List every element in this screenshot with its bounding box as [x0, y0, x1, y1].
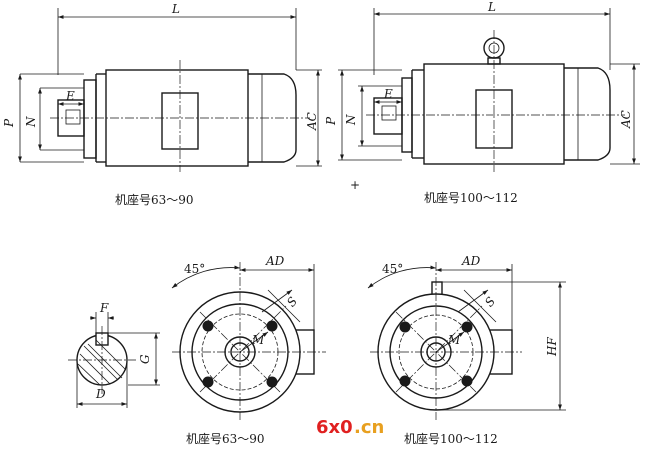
center-mark: + [350, 178, 360, 192]
dim-E-small: E [65, 89, 75, 103]
watermark: 6x0 .cn [316, 417, 384, 438]
dim-HF: HF [545, 337, 559, 357]
watermark-part1: 6x0 [316, 417, 353, 438]
dim-F: F [99, 301, 109, 315]
dim-AD-large: AD [461, 254, 481, 268]
side-view-small: L P N E AC [2, 2, 322, 172]
watermark-part2: .cn [354, 417, 384, 438]
dim-M-small: M [251, 333, 265, 347]
dim-AC-large: AC [619, 110, 633, 129]
caption-front-small: 机座号63～90 [186, 431, 265, 446]
dim-G: G [138, 354, 152, 364]
caption-side-large: 机座号100～112 [424, 190, 518, 205]
dim-AC-small: AC [305, 112, 319, 131]
dim-S-small: S [284, 294, 300, 309]
front-view-large: AD 45° S M HF [367, 254, 566, 420]
side-view-large: L P N E AC [324, 0, 640, 172]
dim-D: D [95, 387, 106, 401]
dim-L-small: L [171, 2, 180, 16]
dim-M-large: M [447, 333, 461, 347]
dim-P-small: P [2, 118, 16, 128]
dim-N-small: N [24, 116, 38, 128]
shaft-section: F G D [68, 301, 160, 408]
angle-large: 45° [382, 262, 403, 276]
angle-small: 45° [184, 262, 205, 276]
dim-P-large: P [324, 116, 338, 126]
front-view-small: AD 45° S M [171, 254, 326, 420]
caption-side-small: 机座号63～90 [115, 192, 194, 207]
caption-front-large: 机座号100～112 [404, 431, 498, 446]
dim-E-large: E [383, 87, 393, 101]
dim-AD-small: AD [265, 254, 285, 268]
dim-S-large: S [482, 294, 498, 309]
dim-L-large: L [487, 0, 496, 14]
dim-N-large: N [344, 114, 358, 126]
